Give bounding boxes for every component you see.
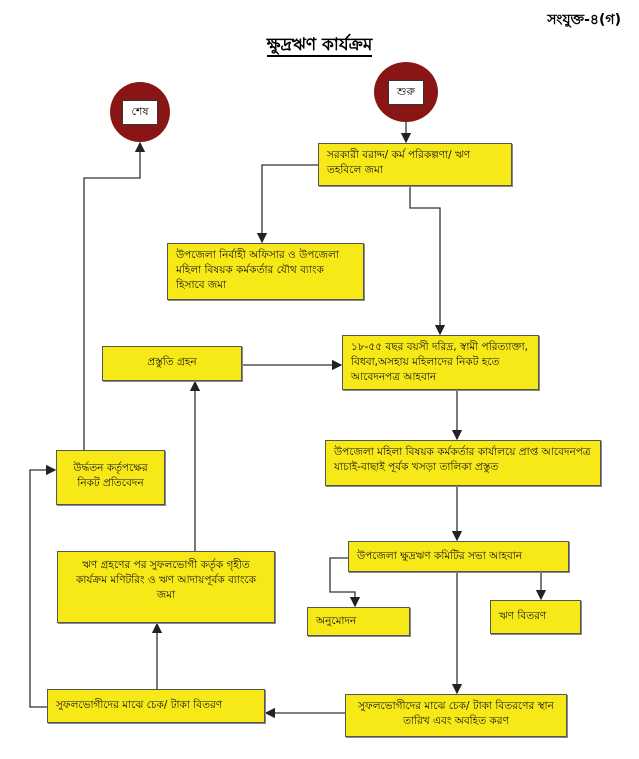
step-approval: অনুমোদন — [307, 607, 410, 636]
step-applications: ১৮-৫৫ বছর বয়সী দরিদ্র, স্বামী পরিত্যাক্… — [342, 335, 539, 390]
step-screening: উপজেলা মহিলা বিষয়ক কর্মকর্তার কার্যালয়… — [325, 440, 601, 486]
end-node: শেষ — [110, 82, 170, 142]
step-allocation: সরকারী বরাদ্দ/ কর্ম পরিকল্পণা/ ঋণ তহবিলে… — [318, 143, 512, 186]
arrow-allocation-applications — [409, 186, 446, 336]
step-committee: উপজেলা ক্ষুদ্রঋণ কমিটির সভা আহবান — [348, 541, 569, 572]
step-cheque-distribution: সুফলভোগীদের মাঝে চেক/ টাকা বিতরণ — [47, 689, 265, 723]
diagram-title: ক্ষুদ্রঋণ কার্যক্রম — [266, 35, 373, 57]
arrow-allocation-joint — [256, 164, 318, 244]
step-preparation: প্রস্তুতি গ্রহন — [102, 346, 242, 381]
start-node: শুরু — [374, 62, 438, 122]
step-joint-account: উপজেলা নির্বাহী অফিসার ও উপজেলা মহিলা বি… — [167, 243, 364, 300]
arrow-report-end — [83, 141, 146, 450]
step-monitoring: ঋণ গ্রহণের পর সুফলভোগী কর্তৃক গৃহীত কার্… — [57, 551, 275, 623]
step-notify: সুফলভোগীদের মাঝে চেক/ টাকা বিতরণের স্থান… — [345, 694, 567, 737]
annex-label: সংযুক্ত-৪(গ) — [547, 12, 621, 28]
step-loan-disbursement: ঋণ বিতরণ — [490, 600, 581, 634]
arrow-cheque-report — [29, 464, 57, 708]
step-report: উর্দ্ধতন কর্তৃপক্ষের নিকট প্রতিবেদন — [56, 450, 165, 505]
arrow-committee-approval — [329, 557, 361, 608]
